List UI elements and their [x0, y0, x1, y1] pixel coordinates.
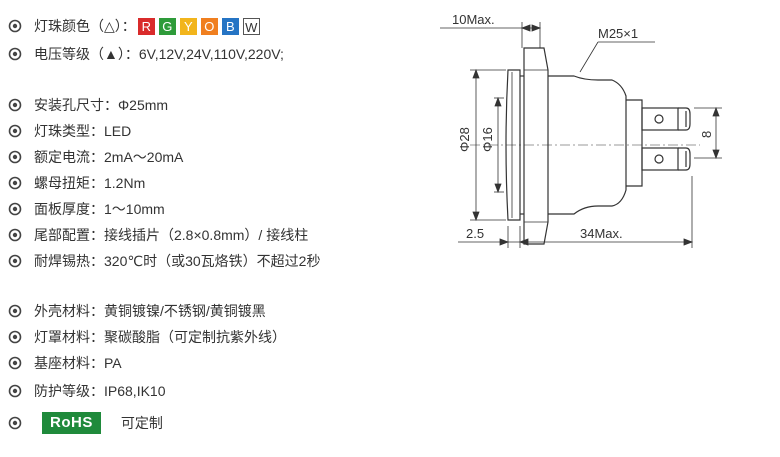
technical-drawing: 10Max. M25×1 Φ28 Φ16 8 2.5 34Max. [440, 12, 722, 248]
bullet-icon [8, 124, 22, 138]
spec-label: 灯珠类型： [34, 123, 104, 139]
spec-label: 尾部配置： [34, 227, 104, 243]
spec-label: 灯罩材料： [34, 329, 104, 345]
spec-row-rohs: RoHS 可定制 [8, 412, 163, 434]
bullet-icon [8, 98, 22, 112]
hex-nut [523, 47, 549, 245]
spec-value: 320℃时（或30瓦烙铁）不超过2秒 [104, 253, 321, 269]
spec-value: 接线插片（2.8×0.8mm）/ 接线柱 [104, 227, 309, 243]
bullet-icon [8, 304, 22, 318]
spec-row-led-type: 灯珠类型： LED [8, 120, 131, 142]
spec-value: 1.2Nm [104, 175, 146, 191]
terminal-upper [641, 107, 691, 131]
color-chip-orange: O [200, 17, 218, 35]
spec-label: 安装孔尺寸： [34, 97, 118, 113]
dim-8: 8 [699, 131, 714, 138]
spec-value: 可定制 [120, 415, 163, 431]
spec-row-torque: 螺母扭矩： 1.2Nm [8, 172, 145, 194]
dim-2-5: 2.5 [466, 226, 484, 241]
dim-thread: M25×1 [598, 26, 638, 41]
terminal-base [626, 99, 643, 187]
bullet-icon [8, 150, 22, 164]
color-chip-white: W [242, 17, 260, 35]
spec-row-shell: 外壳材料： 黄铜镀镍/不锈钢/黄铜镀黑 [8, 300, 266, 322]
spec-value: PA [104, 355, 122, 371]
spec-value: IP68,IK10 [104, 383, 166, 399]
bullet-icon [8, 356, 22, 370]
spec-label: 电压等级（▲）： [34, 46, 139, 62]
dim-34max: 34Max. [580, 226, 623, 241]
spec-value: 聚碳酸脂（可定制抗紫外线） [104, 329, 286, 345]
terminal-lower [641, 147, 691, 171]
color-chip-red: R [137, 17, 155, 35]
spec-value: Φ25mm [118, 97, 169, 113]
spec-row-hole-size: 安装孔尺寸： Φ25mm [8, 94, 168, 116]
spec-row-led-color: 灯珠颜色（△）： R G Y O B W [8, 15, 264, 37]
spec-row-current: 额定电流： 2mA～20mA [8, 146, 183, 168]
bullet-icon [8, 228, 22, 242]
spec-label: 面板厚度： [34, 201, 104, 217]
spec-label: 螺母扭矩： [34, 175, 104, 191]
dim-phi16: Φ16 [480, 127, 495, 152]
spec-row-base: 基座材料： PA [8, 352, 122, 374]
spec-row-panel: 面板厚度： 1～10mm [8, 198, 165, 220]
color-chip-blue: B [221, 17, 239, 35]
spec-value: 2mA～20mA [104, 149, 184, 165]
spec-label: 基座材料： [34, 355, 104, 371]
spec-value: 6V,12V,24V,110V,220V; [138, 46, 284, 62]
spec-label: 额定电流： [34, 149, 104, 165]
spec-value: 1～10mm [104, 201, 165, 217]
dim-phi28: Φ28 [457, 127, 472, 152]
bezel-flange [505, 69, 521, 221]
color-chip-yellow: Y [179, 17, 197, 35]
rohs-badge: RoHS [42, 412, 101, 434]
spec-row-cover: 灯罩材料： 聚碳酸脂（可定制抗紫外线） [8, 326, 286, 348]
spec-value: 黄铜镀镍/不锈钢/黄铜镀黑 [104, 303, 266, 319]
bullet-icon [8, 254, 22, 268]
dim-10max: 10Max. [452, 12, 495, 27]
bullet-icon [8, 19, 22, 33]
spec-list: 灯珠颜色（△）： R G Y O B W 电压等级（▲）： 6V,12V,24V… [8, 15, 320, 434]
spec-row-tail: 尾部配置： 接线插片（2.8×0.8mm）/ 接线柱 [8, 224, 308, 246]
spec-row-protection: 防护等级： IP68,IK10 [8, 380, 166, 402]
spec-row-voltage: 电压等级（▲）： 6V,12V,24V,110V,220V; [8, 43, 284, 65]
spec-label: 灯珠颜色（△）： [34, 18, 136, 34]
spec-label: 耐焊锡热： [34, 253, 104, 269]
bullet-icon [8, 330, 22, 344]
bullet-icon [8, 416, 22, 430]
bullet-icon [8, 47, 22, 61]
spec-value: LED [104, 123, 132, 139]
bullet-icon [8, 202, 22, 216]
color-chips: R G Y O B W [137, 17, 264, 35]
bullet-icon [8, 176, 22, 190]
bullet-icon [8, 384, 22, 398]
spec-label: 外壳材料： [34, 303, 104, 319]
spec-row-solder: 耐焊锡热： 320℃时（或30瓦烙铁）不超过2秒 [8, 250, 320, 272]
threaded-body [548, 75, 627, 215]
color-chip-green: G [158, 17, 176, 35]
spec-label: 防护等级： [34, 383, 104, 399]
